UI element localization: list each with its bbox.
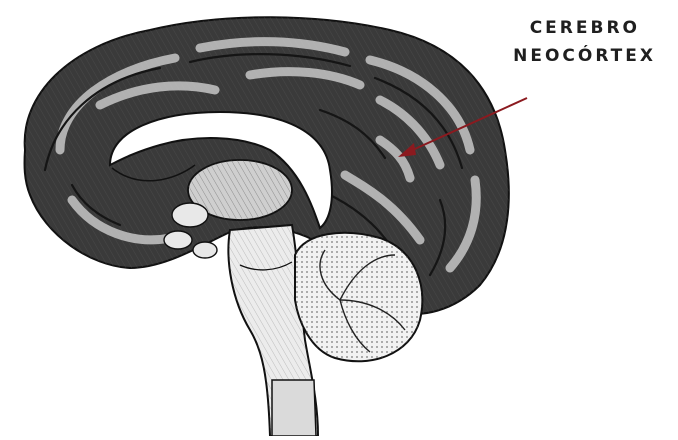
label-cerebro: CEREBRO bbox=[530, 18, 640, 38]
spinal-cord bbox=[272, 380, 316, 436]
cerebellum bbox=[295, 233, 422, 361]
label-neocortex: NEOCÓRTEX bbox=[513, 46, 656, 66]
